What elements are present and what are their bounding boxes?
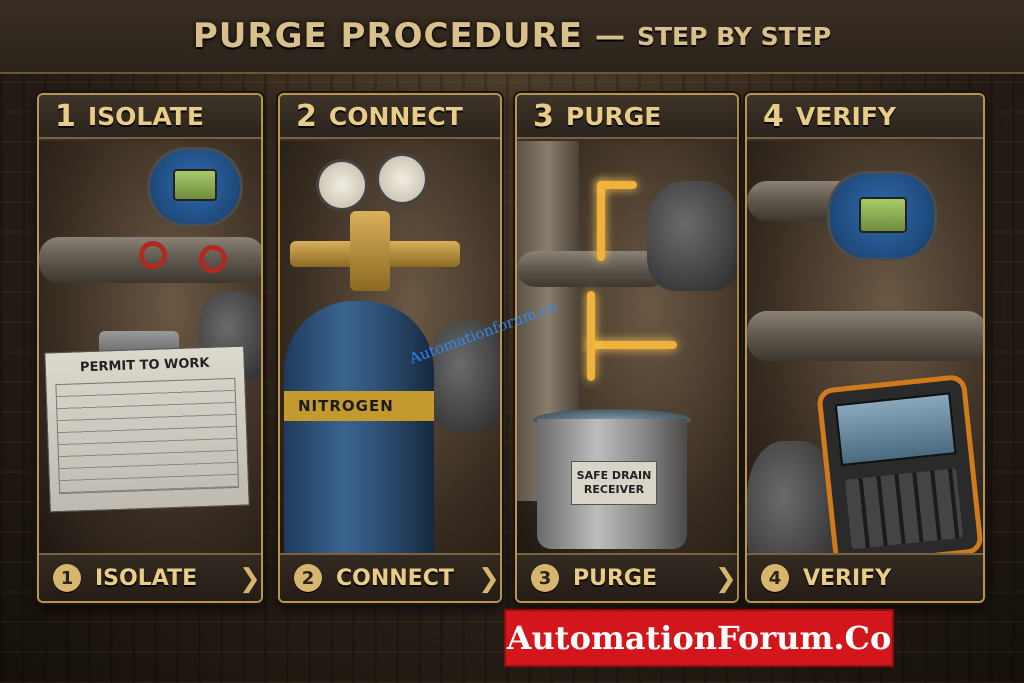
valve-wheel-icon — [139, 241, 167, 269]
step-panel-purge: 3 PURGE SAFE DRAIN RECEIVER 3 PURGE ❯ — [515, 93, 739, 603]
arrow-right-icon: ❯ — [715, 564, 737, 594]
gloved-hand-icon — [647, 181, 737, 291]
step-panel-connect: 2 CONNECT NITROGEN 2 CONNECT ❯ — [278, 93, 502, 603]
gloved-hand-icon — [430, 321, 500, 431]
step-title: CONNECT — [328, 101, 463, 131]
page-title: PURGE PROCEDURE — [192, 16, 583, 56]
step-header: 1 ISOLATE — [39, 95, 261, 139]
step-header: 3 PURGE — [517, 95, 737, 139]
step-badge: 4 — [761, 564, 789, 592]
step-header: 4 VERIFY — [747, 95, 983, 139]
flow-arrow-icon — [587, 341, 677, 349]
calibrator-keypad — [844, 468, 964, 550]
step-number: 4 — [763, 98, 784, 134]
nitrogen-cylinder — [284, 301, 434, 561]
regulator-body — [350, 211, 390, 291]
step-footer: 4 VERIFY — [747, 553, 983, 601]
brand-badge[interactable]: AutomationForum.Co — [504, 609, 894, 667]
flow-arrow-icon — [587, 291, 595, 381]
step-footer-label: CONNECT — [336, 565, 454, 591]
transmitter-icon — [147, 147, 243, 227]
step-footer: 2 CONNECT ❯ — [280, 553, 500, 601]
step-footer: 1 ISOLATE ❯ — [39, 553, 261, 601]
step-footer-label: PURGE — [573, 565, 658, 591]
permit-form-lines — [55, 377, 240, 495]
arrow-right-icon: ❯ — [478, 564, 500, 594]
step-title: ISOLATE — [87, 101, 204, 131]
permit-document: PERMIT TO WORK — [44, 345, 250, 513]
step-illustration: SAFE DRAIN RECEIVER — [517, 141, 737, 553]
step-title: VERIFY — [795, 101, 897, 131]
calibrator-screen — [834, 392, 957, 467]
pressure-gauge-icon — [376, 153, 428, 205]
handheld-calibrator — [816, 373, 983, 569]
step-panel-verify: 4 VERIFY 4 VERIFY — [745, 93, 985, 603]
page-subtitle: STEP BY STEP — [636, 21, 832, 51]
lcd-display-icon — [173, 169, 217, 201]
cylinder-label: NITROGEN — [284, 391, 434, 421]
step-footer: 3 PURGE ❯ — [517, 553, 737, 601]
valve-wheel-icon — [199, 245, 227, 273]
title-separator: — — [594, 18, 625, 54]
title-bar: PURGE PROCEDURE — STEP BY STEP — [0, 0, 1024, 74]
flow-arrow-icon — [597, 181, 637, 189]
permit-title: PERMIT TO WORK — [79, 355, 210, 376]
step-illustration: PERMIT TO WORK — [39, 141, 261, 553]
lcd-display-icon — [859, 197, 907, 233]
step-illustration: NITROGEN — [280, 141, 500, 561]
step-badge: 3 — [531, 564, 559, 592]
step-badge: 1 — [53, 564, 81, 592]
pressure-gauge-icon — [316, 159, 368, 211]
pipe — [747, 311, 983, 361]
drain-receiver-label: SAFE DRAIN RECEIVER — [571, 461, 657, 505]
step-number: 3 — [533, 98, 554, 134]
brand-badge-text: AutomationForum.Co — [506, 619, 892, 657]
step-header: 2 CONNECT — [280, 95, 500, 139]
step-panel-isolate: 1 ISOLATE PERMIT TO WORK 1 ISOLATE ❯ — [37, 93, 263, 603]
arrow-right-icon: ❯ — [239, 564, 261, 594]
step-footer-label: ISOLATE — [95, 565, 198, 591]
step-badge: 2 — [294, 564, 322, 592]
step-illustration — [747, 141, 983, 581]
step-footer-label: VERIFY — [803, 565, 892, 591]
step-title: PURGE — [565, 101, 662, 131]
step-number: 1 — [55, 98, 76, 134]
pipe — [517, 251, 667, 287]
step-number: 2 — [296, 98, 317, 134]
flow-arrow-icon — [597, 181, 605, 261]
